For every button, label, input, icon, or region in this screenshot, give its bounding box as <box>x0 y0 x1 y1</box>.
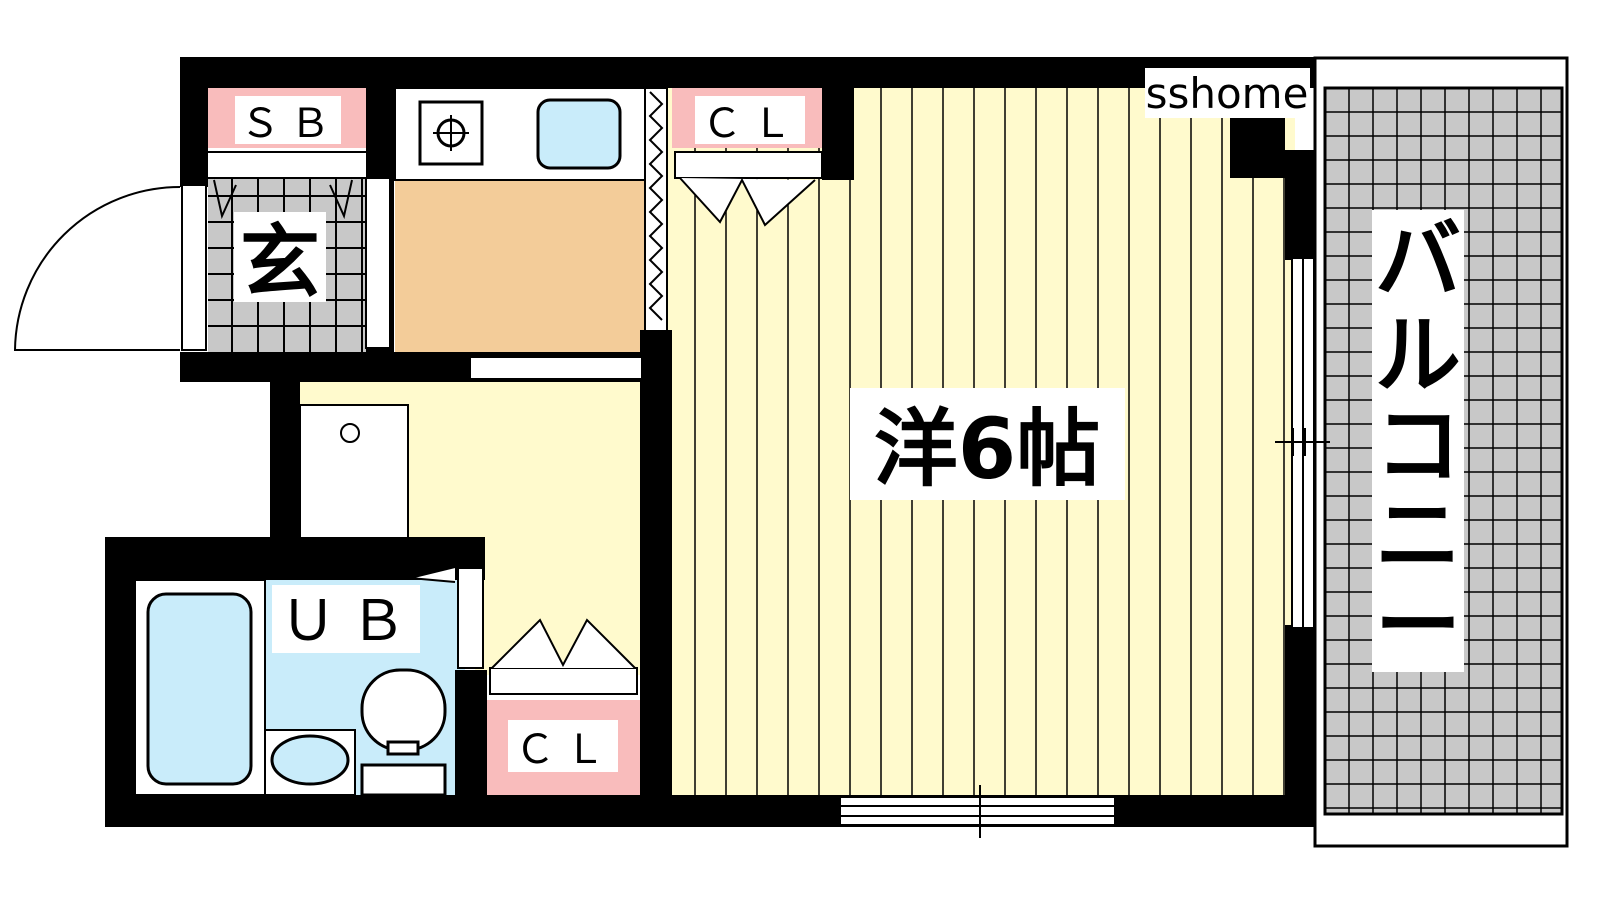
bottom-window <box>839 796 1116 826</box>
balcony-label-char-3: コ <box>1375 396 1461 496</box>
balcony-label-bg <box>1372 210 1464 672</box>
shoe-box-rail <box>204 151 368 179</box>
unit-bath-label-bg <box>272 585 420 653</box>
western-room-label-bg <box>850 388 1125 500</box>
closet-top-label-bg <box>695 96 805 144</box>
balcony-label-char-2: ル <box>1375 306 1461 406</box>
entrance-label-bg <box>234 212 326 302</box>
wall-opening-kitchen <box>469 356 643 380</box>
closet-bottom-label: ＣＬ <box>515 727 615 773</box>
bath-door-frame <box>457 567 484 669</box>
western-room-label: 洋6帖 <box>874 400 1100 498</box>
window-marker-icon <box>1275 428 1330 456</box>
shoe-box-label-bg <box>235 96 341 144</box>
balcony-label-char-4: ニ <box>1375 486 1461 586</box>
closet-top-door-icon <box>679 177 816 227</box>
toilet-tank <box>360 763 447 797</box>
entrance-door-swing <box>13 186 181 351</box>
unit-bath-label: ＵＢ <box>280 589 420 654</box>
kitchen-sink <box>536 98 622 170</box>
entrance-label: 玄 <box>240 216 320 309</box>
bathtub-basin <box>146 592 253 786</box>
accordion-door-icon <box>648 91 664 321</box>
brand-bg <box>1145 68 1310 118</box>
burner-cross-icon <box>433 115 469 151</box>
shoe-box-door-icon <box>213 179 353 220</box>
shoe-box-label: ＳＢ <box>240 101 340 147</box>
entrance-door-frame <box>181 184 207 351</box>
toilet-lid-line <box>386 740 420 756</box>
drain-icon <box>340 423 360 443</box>
closet-top-label: ＣＬ <box>702 101 802 147</box>
balcony-label-char-5: ー <box>1375 576 1461 676</box>
closet-top-rail <box>674 151 823 179</box>
washbasin <box>270 734 350 786</box>
balcony-label-char-1: バ <box>1375 211 1461 311</box>
entrance-side-wall <box>365 177 391 349</box>
kitchen-counter <box>395 180 645 355</box>
partition <box>644 87 668 334</box>
bath-door-icon <box>409 566 456 583</box>
closet-bottom-door-icon <box>491 618 636 669</box>
closet-bottom-label-bg <box>508 720 618 772</box>
toilet-seat <box>360 668 447 752</box>
bottom-window-rails <box>840 785 1115 838</box>
brand-label: sshome <box>1146 69 1309 118</box>
closet-bottom-rail <box>489 667 638 695</box>
